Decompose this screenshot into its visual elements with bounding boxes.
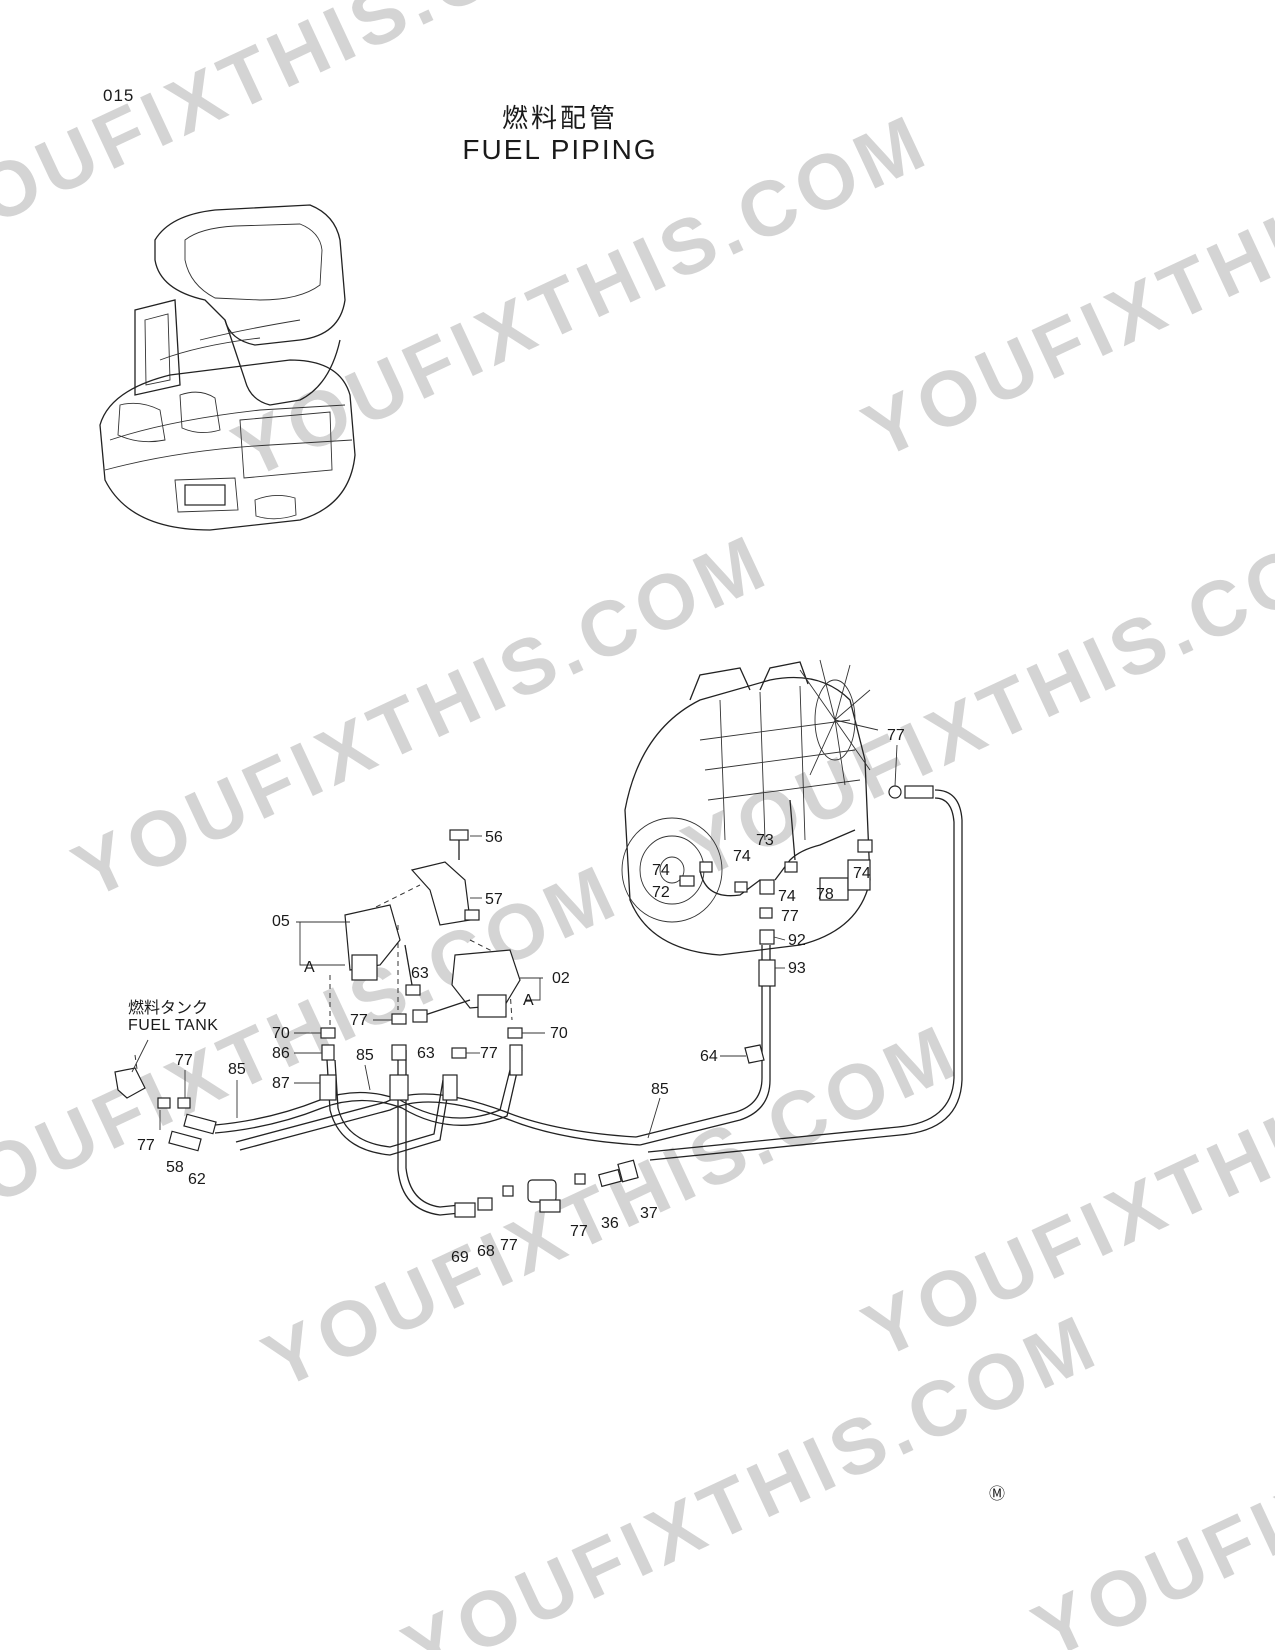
callout-69: 69 xyxy=(451,1249,469,1266)
callout-57: 57 xyxy=(485,891,503,908)
callout-73: 73 xyxy=(756,832,774,849)
watermark: YOUFIXTHIS.COM xyxy=(390,1296,1112,1650)
callout-85-center: 85 xyxy=(356,1047,374,1064)
callouts: 56 57 05 A 63 02 A 77 70 70 63 77 86 87 … xyxy=(137,727,905,1266)
callout-87: 87 xyxy=(272,1075,290,1092)
callout-70-left: 70 xyxy=(272,1025,290,1042)
callout-58: 58 xyxy=(166,1159,184,1176)
callout-86: 86 xyxy=(272,1045,290,1062)
callout-74: 74 xyxy=(853,865,871,882)
components xyxy=(114,785,934,1218)
watermark: YOUFIXTHIS.COM xyxy=(250,1006,972,1405)
callout-70-right: 70 xyxy=(550,1025,568,1042)
engine-fan xyxy=(799,659,879,786)
callout-77: 77 xyxy=(480,1045,498,1062)
watermark: YOUFIXTHIS.COM xyxy=(0,0,632,265)
callout-62: 62 xyxy=(188,1171,206,1188)
fuel-tank-label-japanese: 燃料タンク xyxy=(128,998,209,1017)
callout-77: 77 xyxy=(570,1223,588,1240)
callout-63-lower: 63 xyxy=(417,1045,435,1062)
watermark: YOUFIXTHIS.COM xyxy=(220,96,942,495)
callout-77: 77 xyxy=(137,1137,155,1154)
callout-77: 77 xyxy=(781,908,799,925)
footer-mark: Ⓜ xyxy=(989,1486,1006,1503)
page-number: 015 xyxy=(103,86,135,105)
callout-a-right: A xyxy=(523,992,534,1009)
callout-77: 77 xyxy=(175,1052,193,1069)
callout-77: 77 xyxy=(350,1012,368,1029)
callout-74: 74 xyxy=(733,848,751,865)
callout-56: 56 xyxy=(485,829,503,846)
callout-92: 92 xyxy=(788,932,806,949)
callout-a-left: A xyxy=(304,959,315,976)
callout-74: 74 xyxy=(652,862,670,879)
page-title-japanese: 燃料配管 xyxy=(501,104,618,134)
machine-overview-illustration xyxy=(99,204,356,531)
callout-85-left: 85 xyxy=(228,1061,246,1078)
callout-68: 68 xyxy=(477,1243,495,1260)
page-title: FUEL PIPING xyxy=(462,134,658,165)
callout-77-top: 77 xyxy=(887,727,905,744)
callout-63-upper: 63 xyxy=(411,965,429,982)
callout-93: 93 xyxy=(788,960,806,977)
callout-05: 05 xyxy=(272,913,290,930)
fuel-tank-label: FUEL TANK xyxy=(128,1017,219,1034)
callout-85-right: 85 xyxy=(651,1081,669,1098)
leader-lines xyxy=(131,744,898,1139)
watermark: YOUFIXTHIS.COM xyxy=(60,516,782,915)
callout-36: 36 xyxy=(601,1215,619,1232)
callout-02: 02 xyxy=(552,970,570,987)
callout-72: 72 xyxy=(652,884,670,901)
callout-37: 37 xyxy=(640,1205,658,1222)
callout-78: 78 xyxy=(816,886,834,903)
callout-64: 64 xyxy=(700,1048,718,1065)
callout-74: 74 xyxy=(778,888,796,905)
callout-77: 77 xyxy=(500,1237,518,1254)
engine-illustration xyxy=(621,659,879,956)
